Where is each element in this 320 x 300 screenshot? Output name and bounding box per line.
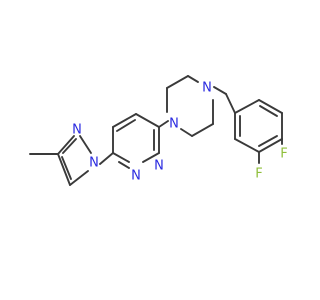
atom-label-nitrogen: N (131, 169, 141, 184)
bond (142, 152, 160, 163)
bond (99, 152, 114, 165)
bond (234, 138, 260, 153)
bond (69, 170, 89, 186)
bond (61, 156, 72, 180)
bond (259, 105, 278, 117)
bond (112, 152, 130, 163)
atom-label-nitrogen: N (154, 159, 164, 174)
bond (225, 93, 236, 114)
bond (158, 120, 169, 128)
bond (112, 113, 137, 128)
bond (180, 128, 193, 137)
bond (258, 138, 283, 153)
atom-label-nitrogen: N (72, 123, 82, 138)
bond (234, 99, 260, 114)
bond (62, 138, 77, 154)
atom-label-nitrogen: N (169, 117, 179, 132)
bond (166, 75, 189, 89)
atom-label-nitrogen: N (89, 156, 99, 171)
atom-label-layer: N N N N N N F F (72, 81, 288, 184)
bond (187, 75, 199, 83)
bond (191, 123, 214, 137)
bond (57, 153, 71, 186)
bond (258, 135, 278, 147)
atom-label-fluorine: F (280, 147, 287, 162)
bond (116, 119, 136, 132)
bond (118, 161, 130, 169)
bond (135, 113, 160, 128)
atom-label-nitrogen: N (202, 81, 212, 96)
structure-svg: N N N N N N F F (29, 75, 288, 186)
bond (79, 135, 92, 154)
bond (213, 86, 227, 95)
atom-label-fluorine: F (255, 167, 262, 182)
molecule-diagram: N N N N N N F F (29, 75, 288, 186)
bond (258, 99, 283, 114)
bond-layer (29, 75, 283, 186)
bond (57, 135, 75, 155)
